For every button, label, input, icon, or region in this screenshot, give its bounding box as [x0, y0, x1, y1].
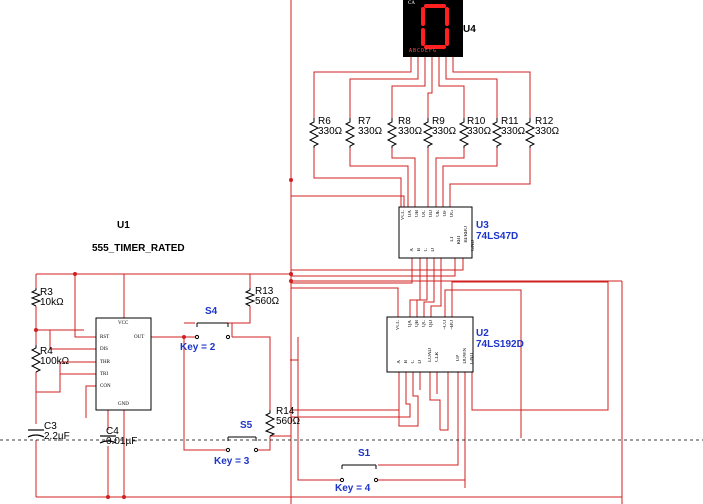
u2-pin-qd: QD	[429, 320, 434, 328]
resistor-r10-ref: R10	[467, 116, 486, 127]
u3-pin-bi-rbo: BI/RBO	[464, 226, 469, 243]
u3-ref-label: U3	[476, 220, 489, 231]
resistor-r11-value: 330Ω	[501, 126, 526, 137]
capacitor-c4-ref: C4	[106, 426, 119, 437]
switch-symbols	[194, 322, 379, 483]
resistor-r3-ref: R3	[40, 287, 53, 298]
u1-part-label: 555_TIMER_RATED	[92, 243, 185, 254]
wires	[35, 0, 623, 504]
u3-pin-oe: OE	[436, 210, 441, 217]
u2-pin-a: A	[397, 360, 402, 364]
resistor-r6-ref: R6	[318, 116, 331, 127]
u2-pin-qc: QC	[422, 320, 427, 327]
digit-segments	[421, 4, 449, 49]
u1-ref-label: U1	[117, 220, 130, 231]
resistor-r7-value: 330Ω	[358, 126, 383, 137]
u1-pin-rst: RST	[100, 335, 110, 340]
u1-pin-gnd: GND	[118, 402, 129, 407]
resistor-r14-value: 560Ω	[276, 416, 301, 427]
u2-pin-qa: QA	[408, 320, 413, 328]
resistor-r13-value: 560Ω	[255, 296, 280, 307]
capacitor-c4-value: 0.01µF	[106, 436, 138, 447]
u2-pin-co: ~CO	[443, 320, 448, 330]
u4-ref-label: U4	[463, 24, 476, 35]
u3-pin-gnd: GND	[471, 240, 476, 251]
u3-pin-a: A	[410, 248, 415, 252]
resistor-r4-ref: R4	[40, 346, 53, 357]
resistor-r9-ref: R9	[432, 116, 445, 127]
capacitor-symbols	[27, 429, 117, 444]
resistor-r4-value: 100kΩ	[40, 356, 70, 367]
switch-s5-ref: S5	[240, 420, 253, 431]
u4-ca-label: CA	[408, 1, 415, 6]
u2-pin-up: UP	[456, 355, 461, 362]
u3-pin-b: B	[417, 248, 422, 252]
ic-bodies	[95, 206, 474, 411]
resistor-r11-ref: R11	[501, 116, 519, 127]
u3-pin-vcc: VCC	[401, 210, 406, 221]
capacitor-c3-value: 2.2µF	[44, 431, 70, 442]
u2-pin-load: LOAD	[428, 348, 433, 362]
resistor-r13-ref: R13	[255, 286, 274, 297]
u1-pin-dis: DIS	[100, 347, 109, 352]
u2-pin-d: D	[418, 360, 423, 364]
u3-pin-rbi: RBI	[457, 236, 462, 245]
u3-pin-lt: LT	[450, 236, 455, 242]
u3-part-label: 74LS47D	[476, 231, 519, 242]
u3-pin-d: D	[431, 248, 436, 252]
u3-pin-og: OG	[450, 210, 455, 218]
u2-ref-label: U2	[476, 328, 489, 339]
u3-pin-ob: OB	[415, 210, 420, 217]
resistor-r3-value: 10kΩ	[40, 297, 64, 308]
u1-pin-out: OUT	[134, 335, 145, 340]
u3-pin-oc: OC	[422, 210, 427, 217]
resistor-r14-ref: R14	[276, 406, 295, 417]
capacitor-c3-ref: C3	[44, 421, 57, 432]
switch-s5-key[interactable]: Key = 3	[214, 456, 250, 467]
seven-segment-display[interactable]	[403, 0, 463, 57]
u1-pin-thr: THR	[100, 360, 110, 365]
switch-s4-key[interactable]: Key = 2	[180, 342, 216, 353]
u4-segment-letters: ABCDEFG	[409, 48, 438, 54]
u3-pin-od: OD	[429, 210, 434, 218]
resistor-r9-value: 330Ω	[432, 126, 457, 137]
u2-pin-qb: QB	[415, 320, 420, 327]
u2-pin-vcc: VCC	[396, 320, 401, 331]
resistor-r8-ref: R8	[398, 116, 411, 127]
resistor-r10-value: 330Ω	[467, 126, 492, 137]
u2-pin-gnd: GND	[470, 353, 475, 364]
u3-pin-oa: OA	[408, 210, 413, 218]
u2-pin-down: DOWN	[463, 348, 468, 364]
u3-pin-of: OF	[443, 210, 448, 217]
resistor-r6-value: 330Ω	[318, 126, 343, 137]
u1-pin-tri: TRI	[100, 372, 109, 377]
u2-pin-clr: CLR	[435, 352, 440, 362]
resistor-r7-ref: R7	[358, 116, 371, 127]
u1-pin-con: CON	[100, 384, 111, 389]
resistor-r12-value: 330Ω	[535, 126, 560, 137]
resistor-r12-ref: R12	[535, 116, 554, 127]
u3-pin-c: C	[424, 248, 429, 252]
u2-pin-b: B	[404, 360, 409, 364]
resistor-r8-value: 330Ω	[398, 126, 423, 137]
junction-dots	[34, 178, 293, 499]
switch-s1-ref: S1	[358, 448, 371, 459]
switch-s1-key[interactable]: Key = 4	[335, 483, 371, 494]
resistor-symbols	[30, 118, 536, 437]
u2-pin-bo: ~BO	[450, 320, 455, 330]
u2-pin-c: C	[411, 360, 416, 364]
switch-s4-ref: S4	[205, 306, 218, 317]
u2-part-label: 74LS192D	[476, 339, 524, 350]
u1-pin-vcc: VCC	[118, 321, 129, 326]
